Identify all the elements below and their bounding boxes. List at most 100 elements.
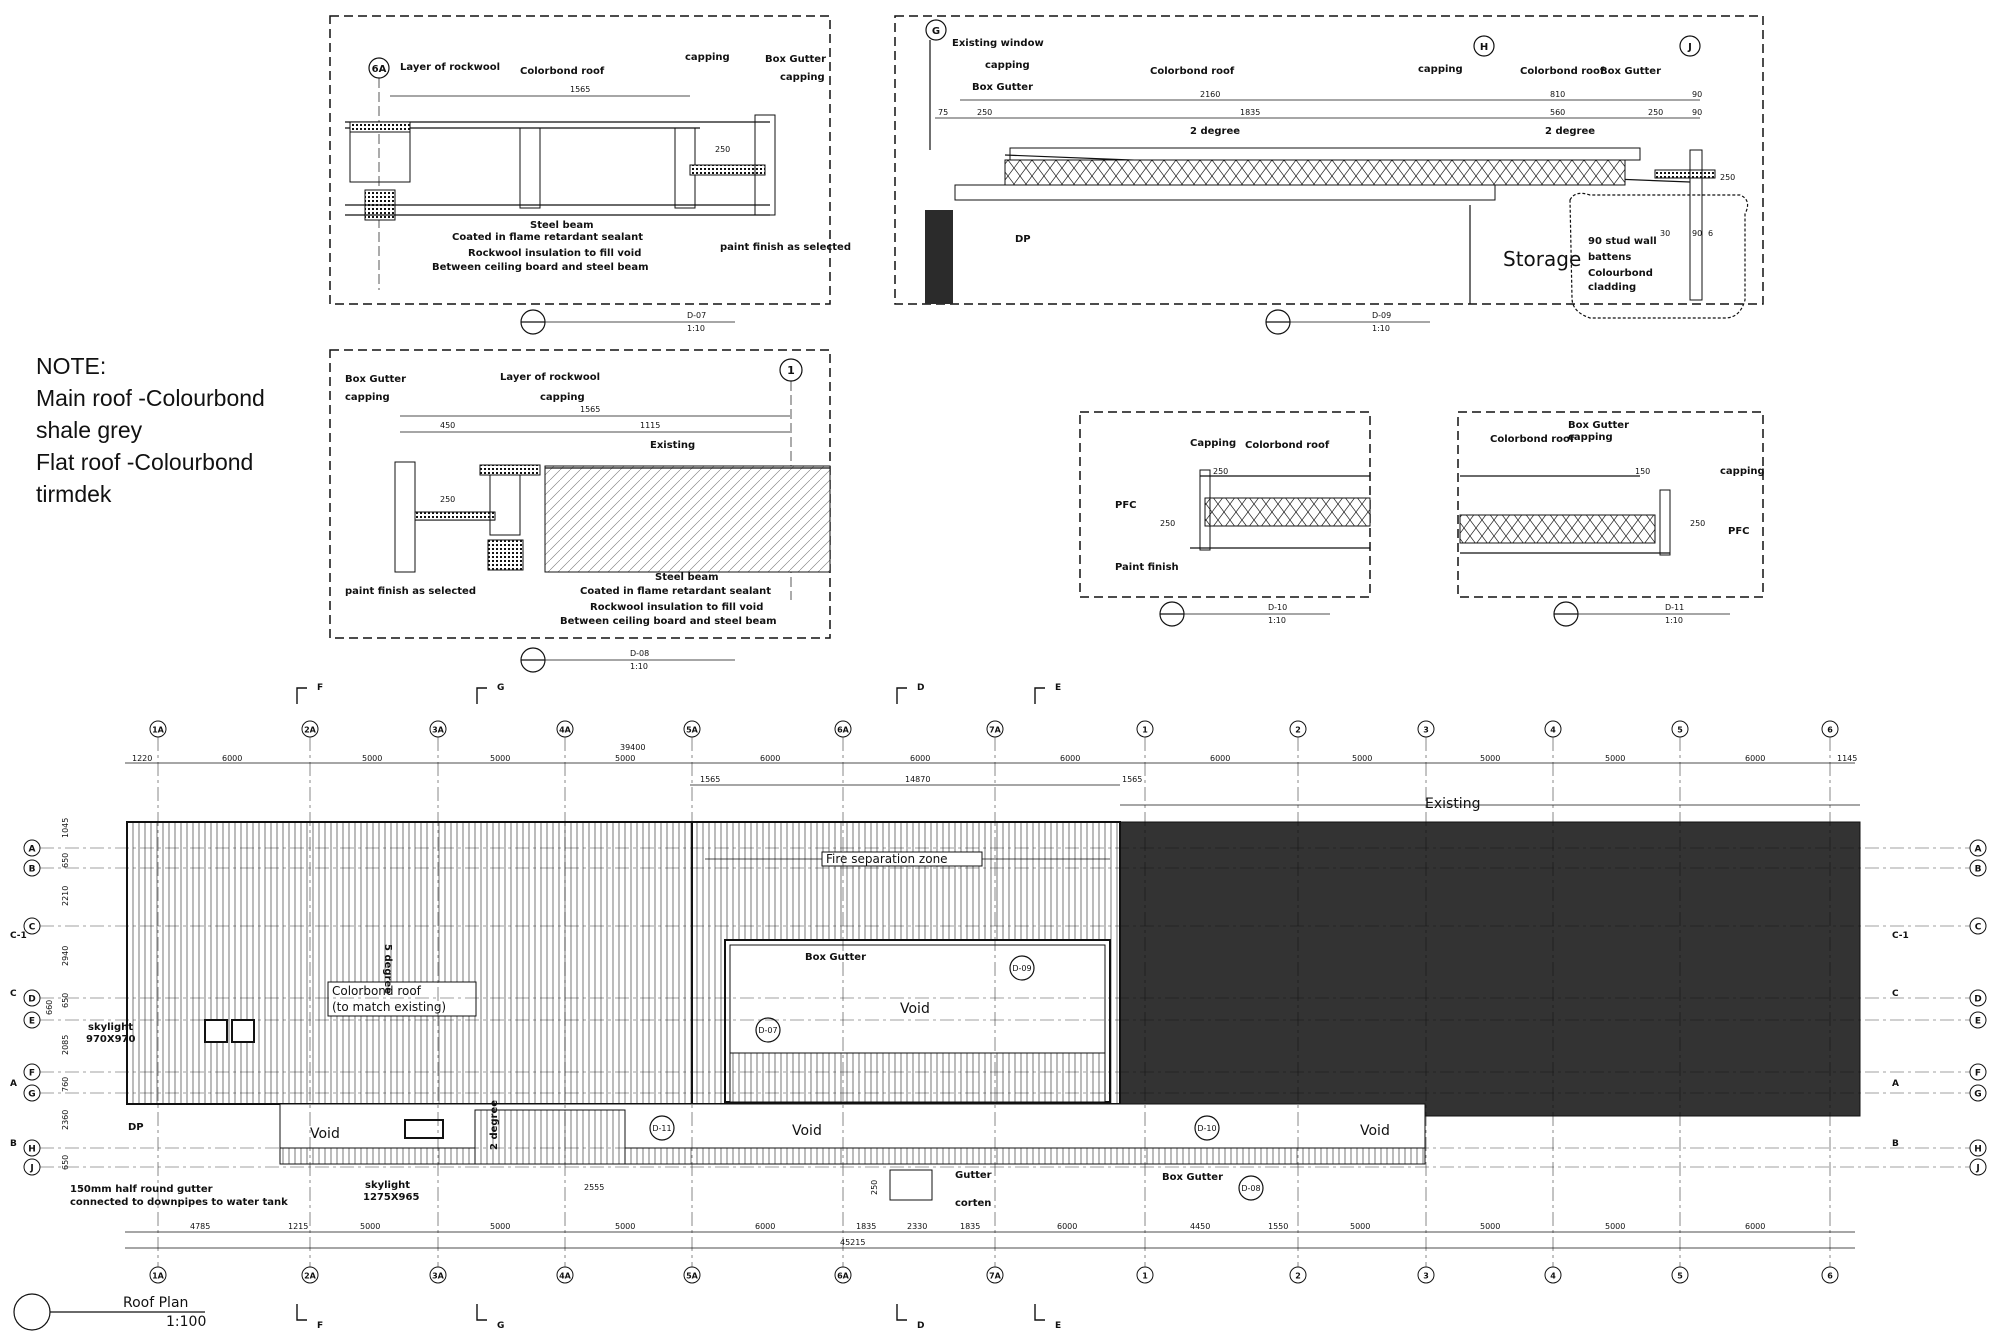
- svg-text:Box Gutter: Box Gutter: [765, 54, 826, 65]
- svg-text:Colorbond roof: Colorbond roof: [1520, 66, 1605, 77]
- grid-bubble-label: 3A: [432, 1272, 445, 1281]
- svg-text:1215: 1215: [288, 1222, 308, 1231]
- side-grid-label: B: [29, 865, 36, 875]
- svg-text:Colourbond: Colourbond: [1588, 268, 1653, 279]
- svg-text:capping: capping: [685, 52, 730, 63]
- grid-bubble: [1289, 1266, 1307, 1284]
- svg-text:650: 650: [61, 993, 70, 1008]
- svg-text:14870: 14870: [905, 775, 930, 784]
- grid-bubble-label: 1A: [152, 726, 165, 735]
- svg-text:250: 250: [1213, 467, 1228, 476]
- section-mark-right-label: C: [1892, 989, 1899, 999]
- svg-text:D-08: D-08: [630, 649, 649, 658]
- svg-text:6A: 6A: [372, 64, 387, 75]
- grid-bubble-label: 7A: [989, 726, 1002, 735]
- grid-bubble: [429, 720, 447, 738]
- svg-text:Box Gutter: Box Gutter: [1600, 66, 1661, 77]
- side-dims: 1045 650 2210 2940 650 660 2085 760 2360…: [45, 818, 70, 1170]
- grid-bubble-label: 5: [1677, 1272, 1683, 1281]
- svg-text:D-07: D-07: [758, 1026, 777, 1035]
- side-grid-label: E: [1975, 1017, 1981, 1027]
- svg-text:5000: 5000: [1480, 754, 1500, 763]
- svg-text:1275X965: 1275X965: [363, 1192, 419, 1203]
- svg-text:39400: 39400: [620, 743, 645, 752]
- svg-text:DP: DP: [1015, 234, 1031, 245]
- grid-bubble: [1136, 1266, 1154, 1284]
- note-line: Flat roof -Colourbond: [36, 449, 254, 475]
- svg-text:1565: 1565: [580, 405, 600, 414]
- side-grid-label: J: [1975, 1164, 1979, 1174]
- side-grid-bubble: [1969, 1158, 1987, 1176]
- svg-text:G: G: [932, 26, 940, 37]
- svg-text:2555: 2555: [584, 1183, 604, 1192]
- svg-text:250: 250: [1690, 519, 1705, 528]
- svg-text:Colorbond roof: Colorbond roof: [520, 66, 605, 77]
- svg-text:5 degree: 5 degree: [382, 944, 393, 994]
- section-mark-bottom-label: E: [1055, 1321, 1061, 1331]
- side-grid-bubble: [23, 1158, 41, 1176]
- grid-bubble-label: 3A: [432, 726, 445, 735]
- svg-text:1550: 1550: [1268, 1222, 1288, 1231]
- side-grid-bubble: [23, 1063, 41, 1081]
- grid-bubble: [149, 1266, 167, 1284]
- svg-text:1115: 1115: [640, 421, 660, 430]
- svg-text:150mm half round gutter: 150mm half round gutter: [70, 1184, 213, 1195]
- svg-text:660: 660: [45, 1000, 54, 1015]
- grid-bubble-label: 2A: [304, 1272, 317, 1281]
- grid-bubble: [556, 1266, 574, 1284]
- svg-text:skylight: skylight: [88, 1022, 133, 1033]
- grid-bubble: [1417, 720, 1435, 738]
- side-grid-label: E: [29, 1017, 35, 1027]
- grid-bubble: [301, 1266, 319, 1284]
- grid-bubble: [1136, 720, 1154, 738]
- svg-text:capping: capping: [780, 72, 825, 83]
- detail-d11: Box Gutter Colorbond roof capping cappin…: [1457, 411, 1765, 627]
- svg-text:Steel beam: Steel beam: [530, 220, 594, 231]
- svg-text:250: 250: [715, 145, 730, 154]
- svg-text:250: 250: [440, 495, 455, 504]
- svg-text:250: 250: [1160, 519, 1175, 528]
- svg-text:5000: 5000: [490, 754, 510, 763]
- side-grid-bubble: [1969, 989, 1987, 1007]
- section-mark-right-label: A: [1892, 1079, 1899, 1089]
- svg-text:6000: 6000: [910, 754, 930, 763]
- side-grid-label: A: [29, 845, 36, 855]
- svg-text:Between ceiling board and stee: Between ceiling board and steel beam: [432, 262, 649, 273]
- svg-text:6000: 6000: [1060, 754, 1080, 763]
- section-mark-top: [296, 687, 307, 704]
- note-line: tirmdek: [36, 481, 112, 507]
- svg-text:1:10: 1:10: [687, 324, 705, 333]
- detail-d07: 6A Layer of rockwool Colorbond roof capp…: [329, 15, 851, 335]
- svg-text:1835: 1835: [1240, 108, 1260, 117]
- svg-text:1045: 1045: [61, 818, 70, 838]
- svg-text:Roof Plan: Roof Plan: [123, 1295, 188, 1311]
- svg-text:Colorbond roof: Colorbond roof: [1245, 440, 1330, 451]
- side-grid-label: A: [1975, 845, 1982, 855]
- svg-text:Between ceiling board and stee: Between ceiling board and steel beam: [560, 616, 777, 627]
- svg-text:Gutter: Gutter: [955, 1170, 992, 1181]
- side-grid-label: G: [28, 1090, 35, 1100]
- note-line: Main roof -Colourbond: [36, 385, 265, 411]
- grid-bubble-label: 2: [1295, 1272, 1301, 1281]
- grid-bubble-label: 5A: [686, 1272, 699, 1281]
- svg-text:connected to downpipes to wate: connected to downpipes to water tank: [70, 1197, 288, 1208]
- svg-text:5000: 5000: [1480, 1222, 1500, 1231]
- svg-text:1565: 1565: [700, 775, 720, 784]
- svg-text:Colorbond roof: Colorbond roof: [1490, 434, 1575, 445]
- svg-text:650: 650: [61, 1155, 70, 1170]
- svg-text:5000: 5000: [615, 1222, 635, 1231]
- grid-bubble-label: 3: [1423, 726, 1429, 735]
- svg-text:paint finish as selected: paint finish as selected: [345, 586, 476, 597]
- svg-text:Box Gutter: Box Gutter: [805, 952, 866, 963]
- svg-text:Paint finish: Paint finish: [1115, 562, 1179, 573]
- svg-text:250: 250: [870, 1180, 879, 1195]
- svg-text:5000: 5000: [1605, 1222, 1625, 1231]
- svg-text:paint finish as selected: paint finish as selected: [720, 242, 851, 253]
- side-grid-label: C: [29, 923, 36, 933]
- svg-text:J: J: [1687, 42, 1692, 53]
- section-mark-bottom: [896, 1304, 907, 1321]
- grid-bubble-label: 5: [1677, 726, 1683, 735]
- section-mark-right-label: B: [1892, 1139, 1899, 1149]
- side-grid-bubble: [23, 839, 41, 857]
- side-grid-label: B: [1975, 865, 1982, 875]
